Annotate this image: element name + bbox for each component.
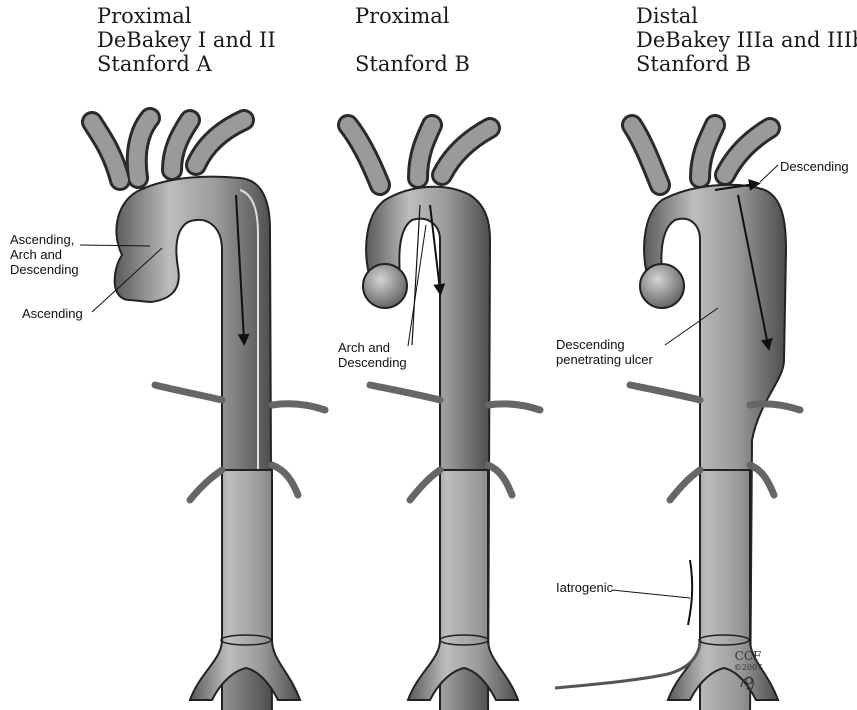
credit-org: CCF	[728, 650, 768, 663]
aorta-panel-1	[92, 118, 325, 710]
aortic-root	[363, 264, 407, 308]
label-line: Descending	[10, 262, 79, 277]
leader-iatrogenic	[612, 590, 690, 598]
label-line: Descending	[556, 337, 653, 352]
label-descending-penetrating-ulcer: Descending penetrating ulcer	[556, 337, 653, 367]
label-ascending: Ascending	[22, 306, 83, 321]
artist-signature-icon	[737, 673, 759, 693]
leader-arch-descending	[408, 225, 426, 346]
label-arch-and-descending: Arch and Descending	[338, 340, 407, 370]
ccf-credit: CCF ©2007	[728, 650, 768, 693]
label-line: Arch and	[338, 340, 407, 355]
abdominal-aorta	[408, 470, 518, 700]
label-line: Descending	[338, 355, 407, 370]
aorta-panel-3	[555, 125, 800, 710]
leader-lines	[80, 165, 778, 598]
label-ascending-arch-descending: Ascending, Arch and Descending	[10, 232, 79, 277]
aortic-root	[640, 264, 684, 308]
iatrogenic-flap	[688, 560, 692, 625]
label-iatrogenic: Iatrogenic	[556, 580, 613, 595]
label-descending: Descending	[780, 159, 849, 174]
aorta-panel-2	[348, 125, 540, 710]
abdominal-aorta	[190, 470, 300, 700]
label-line: penetrating ulcer	[556, 352, 653, 367]
label-line: Arch and	[10, 247, 79, 262]
label-line: Ascending,	[10, 232, 79, 247]
credit-year: ©2007	[728, 663, 768, 673]
leader-descending	[760, 165, 778, 182]
